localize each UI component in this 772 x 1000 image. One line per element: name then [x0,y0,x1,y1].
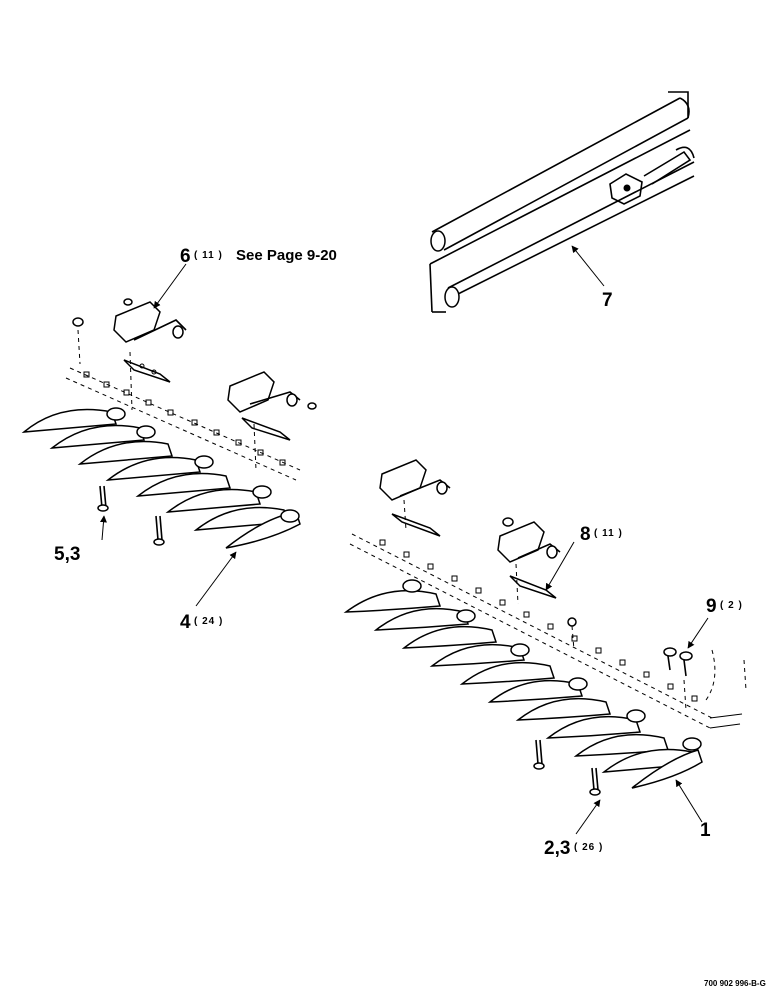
callout-2-3: 2,3 ( 26 ) [544,838,603,859]
callout-7: 7 [602,290,613,311]
svg-text:( 11 ): ( 11 ) [594,528,623,539]
callout-6: 6 ( 11 ) See Page 9-20 [180,246,337,267]
guards-left [21,408,301,549]
knife-sections-right [379,539,698,702]
bolts-item-9 [663,647,693,677]
left-guard-assembly [21,298,317,549]
svg-text:9: 9 [706,596,717,617]
tube-assembly [429,91,695,313]
guards-right [343,589,703,789]
svg-text:8: 8 [580,524,591,545]
svg-text:5,3: 5,3 [54,544,80,565]
figure-id: 700 902 996-B-G [704,979,766,988]
callout-1: 1 [700,820,711,841]
knife-clips-right [379,459,577,627]
callout-5-3: 5,3 [54,544,80,565]
svg-text:7: 7 [602,290,613,311]
carriage-bolts-right [533,739,601,796]
svg-text:See Page 9-20: See Page 9-20 [236,247,337,264]
svg-text:4: 4 [180,612,191,633]
callout-4: 4 ( 24 ) [180,612,223,633]
callout-8: 8 ( 11 ) [580,524,623,545]
callout-9: 9 ( 2 ) [706,596,743,617]
svg-text:1: 1 [700,820,711,841]
svg-text:6: 6 [180,246,191,267]
svg-text:( 2 ): ( 2 ) [720,600,743,611]
svg-text:2,3: 2,3 [544,838,570,859]
carriage-bolts-left [97,485,165,546]
svg-text:( 26 ): ( 26 ) [574,842,603,853]
right-guard-assembly [343,459,747,796]
leader-arrows [99,245,709,835]
guard-bolt-heads-left [106,407,300,523]
svg-text:( 11 ): ( 11 ) [194,250,223,261]
knife-sections-left [83,371,286,466]
knife-clips-left [72,298,317,441]
svg-text:( 24 ): ( 24 ) [194,616,223,627]
guard-bolt-heads-right [402,579,702,751]
